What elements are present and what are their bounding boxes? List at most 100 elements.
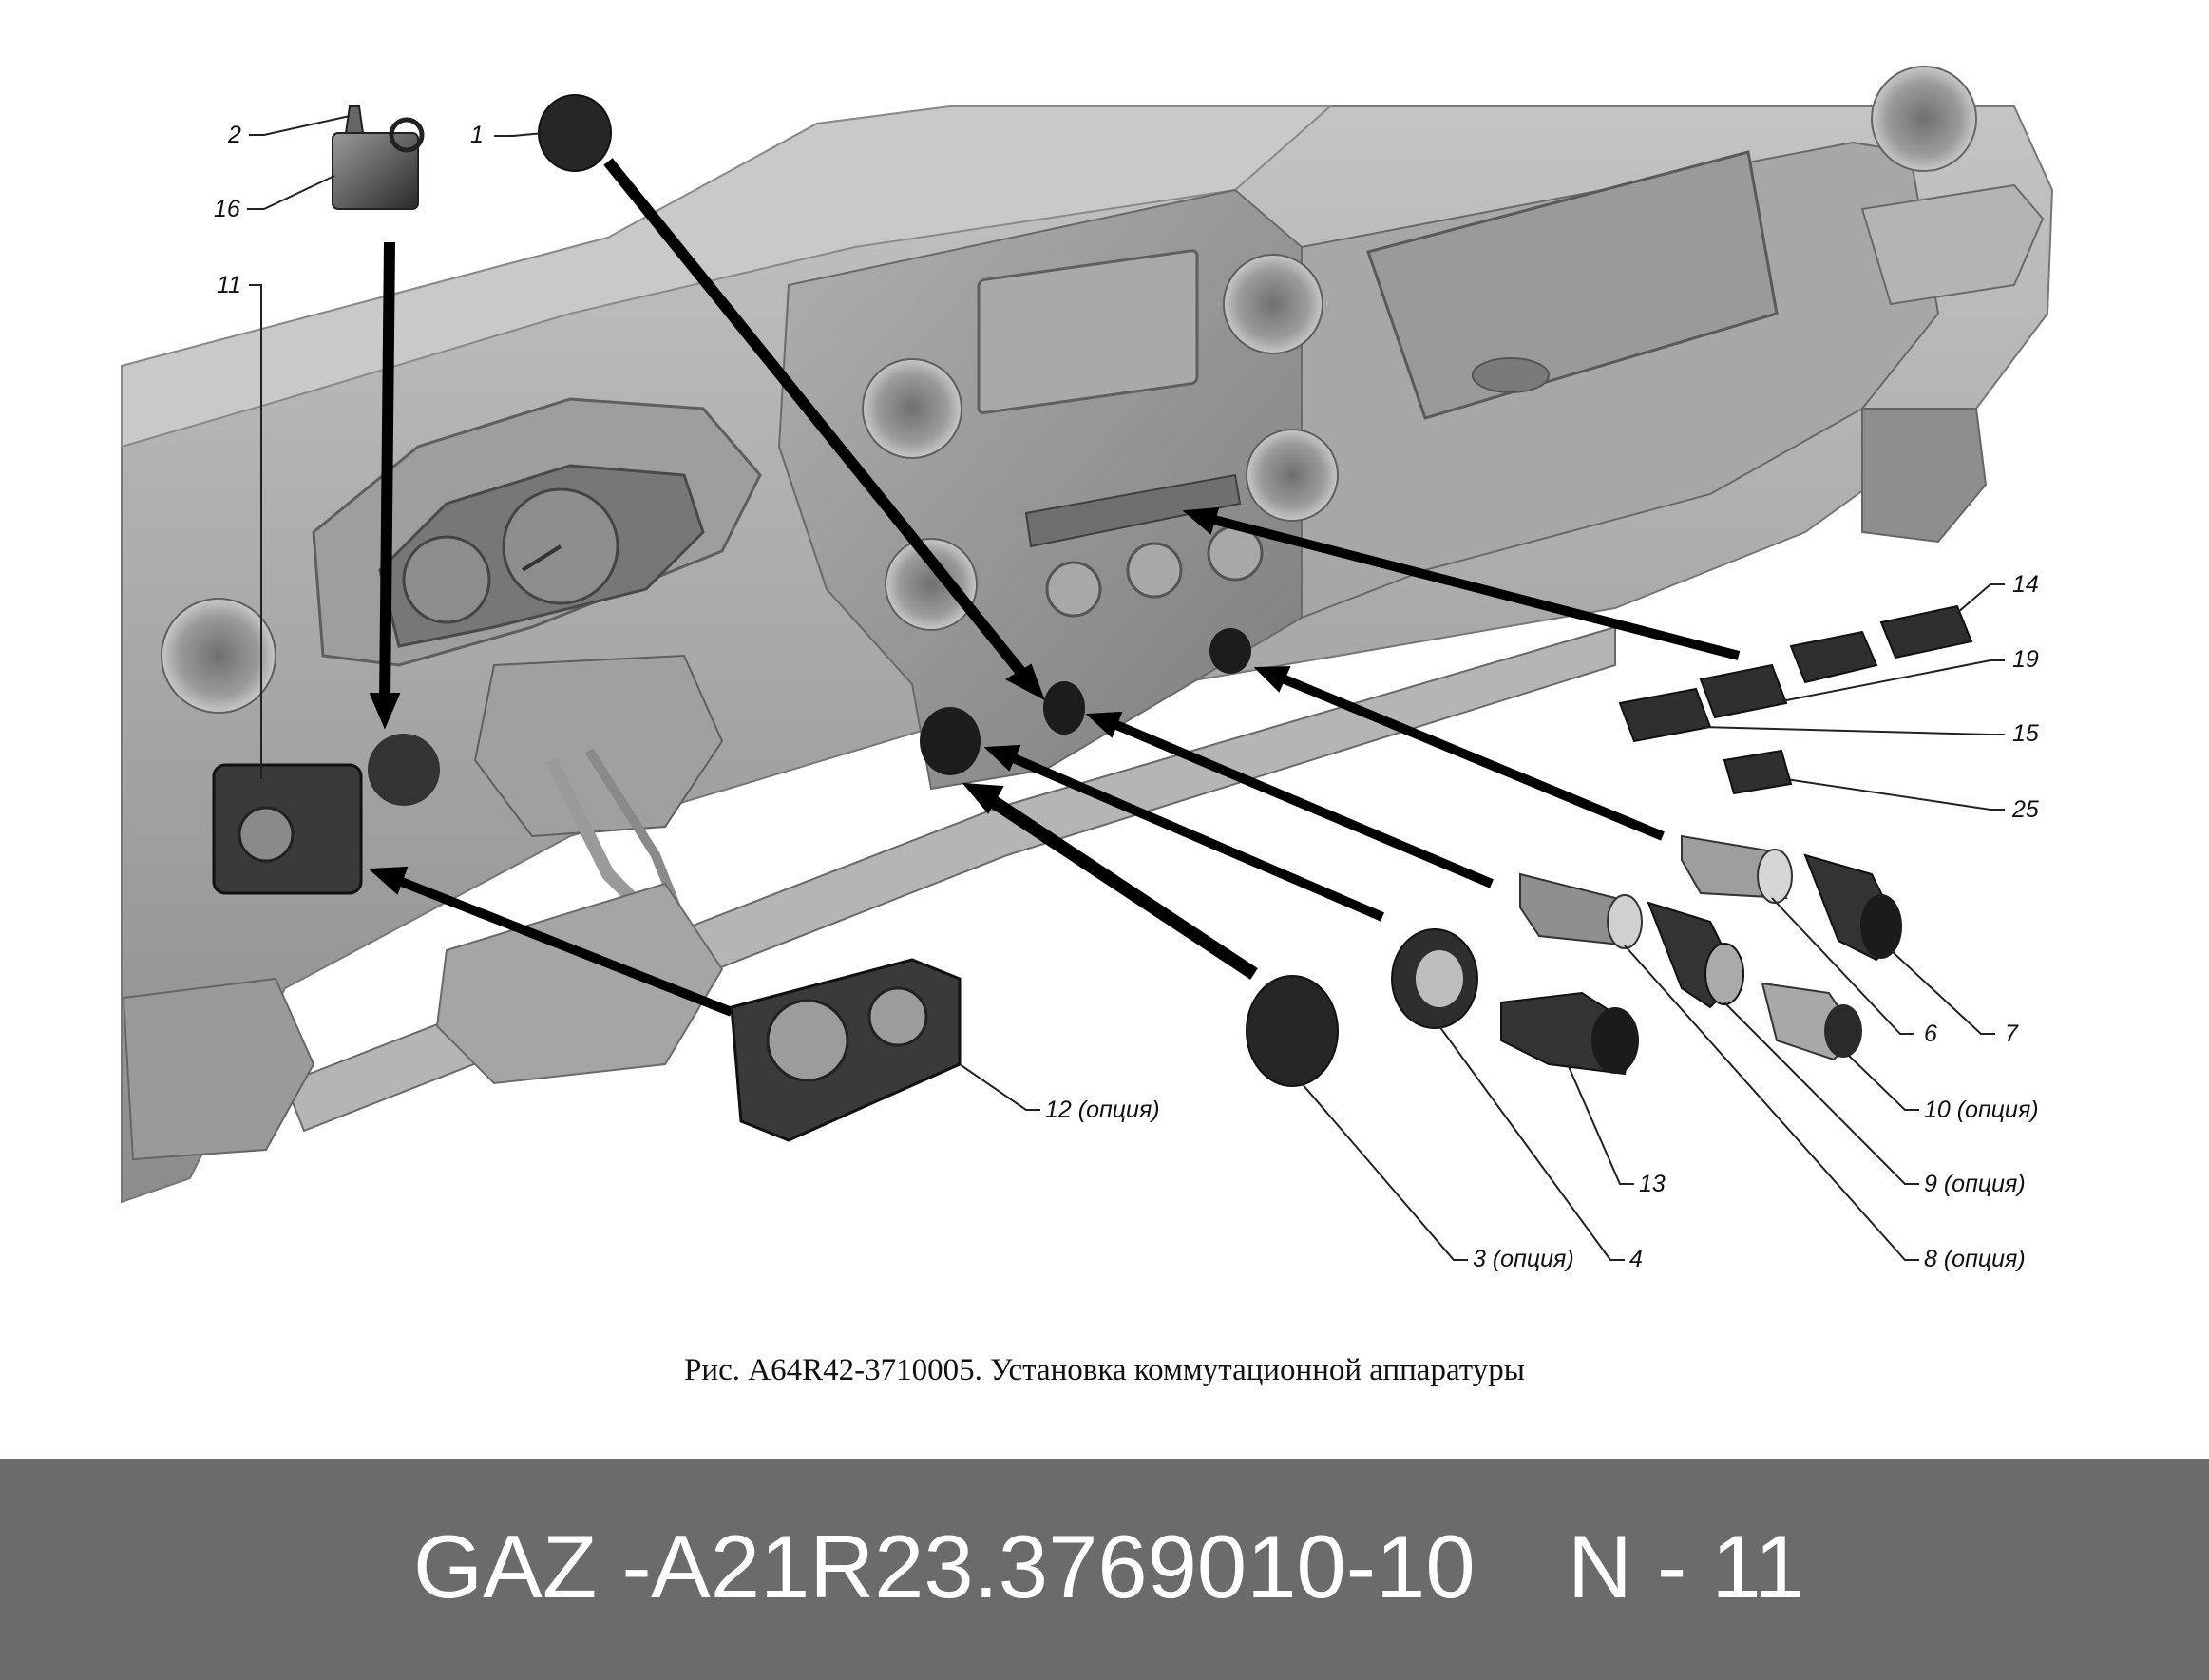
figure-caption: Рис. A64R42-3710005. Установка коммутаци… xyxy=(684,1353,1525,1387)
leader-16 xyxy=(247,175,335,210)
leader-15 xyxy=(1700,726,2005,735)
leader-7 xyxy=(1890,949,1995,1035)
part-12-switch-knob xyxy=(766,999,849,1082)
leader-4 xyxy=(1438,1025,1625,1261)
callout-label-11: 11 xyxy=(217,272,241,298)
callout-label-8: 8 (опция) xyxy=(1924,1246,2026,1272)
arrow-part-6 xyxy=(1276,672,1665,841)
part-19-switch xyxy=(1699,663,1788,719)
arrowhead-part-14 xyxy=(1182,506,1220,535)
arrow-part-3 xyxy=(984,792,1258,980)
leader-6 xyxy=(1771,897,1914,1035)
right-knee-panel xyxy=(1861,408,1988,544)
part-4-ring-hole xyxy=(1416,950,1463,1007)
leader-12 xyxy=(959,1063,1040,1111)
glovebox-handle xyxy=(1472,357,1550,393)
callout-label-25: 25 xyxy=(2012,796,2039,823)
arrow-part-4 xyxy=(1005,751,1384,922)
part-number-banner: GAZ - A21R23.3769010-10 N - 11 xyxy=(0,1459,2209,1680)
installed-switch-knob xyxy=(238,806,295,863)
dashboard-diagram xyxy=(121,66,2054,1261)
leader-3 xyxy=(1301,1082,1468,1261)
callout-label-6: 6 xyxy=(1924,1021,1937,1047)
part-1-plug xyxy=(538,94,612,172)
callout-label-12: 12 (опция) xyxy=(1045,1097,1160,1123)
part-8-lighter-housing xyxy=(1519,872,1631,947)
arrowhead-part-4 xyxy=(983,744,1021,772)
lower-knee-bolster xyxy=(435,882,724,1085)
leader-11 xyxy=(249,284,262,779)
left-side-vent xyxy=(161,598,276,714)
leader-8 xyxy=(1624,945,1919,1261)
part-8-housing-mouth xyxy=(1607,894,1643,949)
callout-label-16: 16 xyxy=(214,196,240,222)
steering-column xyxy=(473,654,724,838)
hvac-knob-left xyxy=(1045,561,1102,618)
callout-label-3: 3 (опция) xyxy=(1473,1246,1574,1272)
leader-2 xyxy=(249,115,351,136)
panel-socket-large xyxy=(920,707,981,775)
part-6-shell-mouth xyxy=(1757,849,1793,904)
arrowhead-part-12 xyxy=(368,866,409,895)
switch-strip xyxy=(1024,473,1242,548)
right-vent-housing xyxy=(1860,183,2045,306)
banner-brand: GAZ - xyxy=(413,1517,652,1616)
left-lower-bracket xyxy=(122,977,315,1161)
callout-label-13: 13 xyxy=(1639,1171,1666,1197)
leader-13 xyxy=(1567,1063,1634,1185)
callout-label-19: 19 xyxy=(2012,646,2039,673)
arrowhead-part-16 xyxy=(369,693,401,730)
glovebox-lid xyxy=(1366,150,1779,420)
part-15-switch xyxy=(1618,687,1712,743)
dashboard-body xyxy=(121,66,2054,1204)
arrow-part-16 xyxy=(379,241,395,704)
callout-label-2: 2 xyxy=(228,122,241,148)
center-vent-upper-right xyxy=(1223,254,1323,354)
callout-label-14: 14 xyxy=(2012,571,2039,598)
callout-label-10: 10 (опция) xyxy=(1924,1097,2039,1123)
leader-10 xyxy=(1847,1054,1919,1111)
arrowhead-part-3 xyxy=(962,782,1004,814)
part-10-lighter-face xyxy=(1824,1004,1862,1058)
part-13-socket-face xyxy=(1591,1007,1639,1074)
speedometer-needle xyxy=(521,544,562,572)
arrowhead-part-1 xyxy=(1004,663,1045,701)
leader-9 xyxy=(1723,1002,1919,1185)
part-12-dimmer-wheel xyxy=(867,986,928,1047)
installed-relay-socket xyxy=(368,734,440,806)
center-vent-lower-right xyxy=(1246,429,1339,522)
center-vent-upper-left xyxy=(862,358,962,459)
banner-part-number: A21R23.3769010-10 xyxy=(651,1517,1476,1616)
installation-arrows xyxy=(368,158,1741,1017)
part-16-relay-tab xyxy=(389,117,425,153)
arrowhead-part-6 xyxy=(1253,665,1291,693)
hvac-knob-center xyxy=(1126,542,1183,599)
callout-label-9: 9 (опция) xyxy=(1924,1171,2026,1197)
banner-item-number: N - 11 xyxy=(1568,1517,1804,1616)
part-14-switch-left xyxy=(1789,630,1878,684)
callout-label-4: 4 xyxy=(1629,1246,1643,1272)
callout-label-1: 1 xyxy=(470,122,484,148)
part-25-switch xyxy=(1723,749,1793,795)
tachometer-gauge xyxy=(402,535,491,624)
leader-19 xyxy=(1781,659,2005,702)
panel-socket-right xyxy=(1209,628,1251,674)
callout-label-7: 7 xyxy=(2005,1021,2018,1047)
leader-25 xyxy=(1785,778,2005,811)
leader-1 xyxy=(494,132,544,137)
part-7-socket-face xyxy=(1860,894,1902,959)
leader-lines xyxy=(247,115,2005,1261)
part-2-screw xyxy=(344,105,365,134)
callout-label-15: 15 xyxy=(2012,720,2039,747)
part-3-cap xyxy=(1246,975,1339,1087)
arrowhead-part-8 xyxy=(1085,711,1123,738)
display-screen xyxy=(977,249,1199,414)
arrow-part-12 xyxy=(392,874,733,1017)
arrow-part-1 xyxy=(603,158,1036,688)
part-9-barrel-face xyxy=(1704,943,1744,1005)
arrow-part-14 xyxy=(1205,513,1741,660)
right-side-vent xyxy=(1871,66,1977,172)
panel-socket-small xyxy=(1043,681,1085,735)
leader-14 xyxy=(1956,583,2005,614)
